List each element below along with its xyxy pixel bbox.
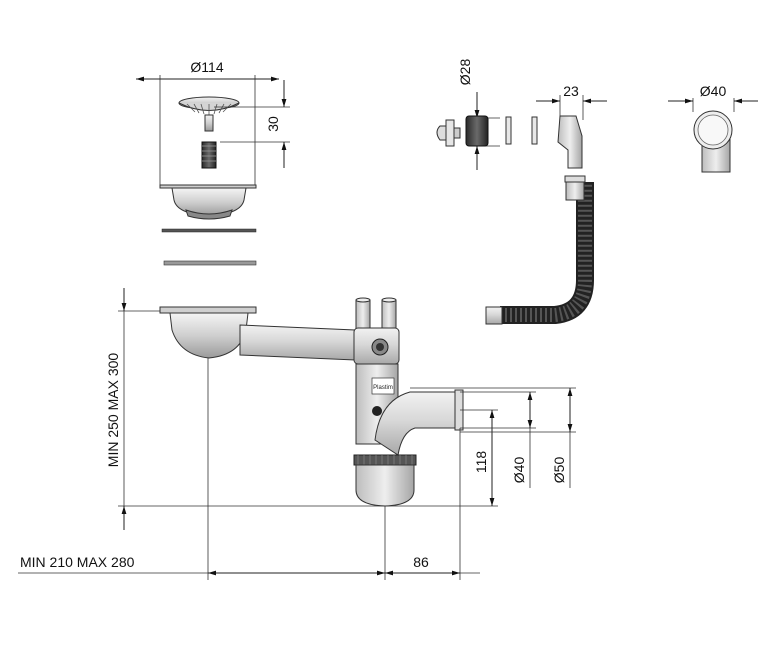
assembly-dimensions: MIN 250 MAX 300 MIN 210 MAX 280 86 118 Ø… (18, 288, 576, 580)
siphon-brand-label: Plastim (373, 385, 393, 391)
outlet-connector: Ø40 (668, 83, 758, 173)
strainer-depth-label: 30 (265, 116, 281, 132)
siphon-assembly: Plastim (159, 297, 464, 507)
outlet-height-label: 118 (473, 451, 489, 474)
spare-parts: Ø28 23 (436, 59, 607, 170)
pipe-inner-diameter-label: Ø40 (511, 457, 527, 484)
flexible-hose (485, 175, 594, 325)
pipe-outer-diameter-label: Ø50 (551, 457, 567, 484)
strainer-diameter-label: Ø114 (190, 59, 223, 75)
strainer-basket: Ø114 30 (136, 59, 290, 266)
height-range-label: MIN 250 MAX 300 (105, 353, 121, 468)
outlet-offset-label: 86 (413, 554, 429, 570)
width-range-label: MIN 210 MAX 280 (20, 554, 135, 570)
outlet-diameter-label: Ø40 (700, 83, 727, 99)
cap-diameter-label: Ø28 (457, 59, 473, 86)
hose-offset-label: 23 (563, 83, 579, 99)
